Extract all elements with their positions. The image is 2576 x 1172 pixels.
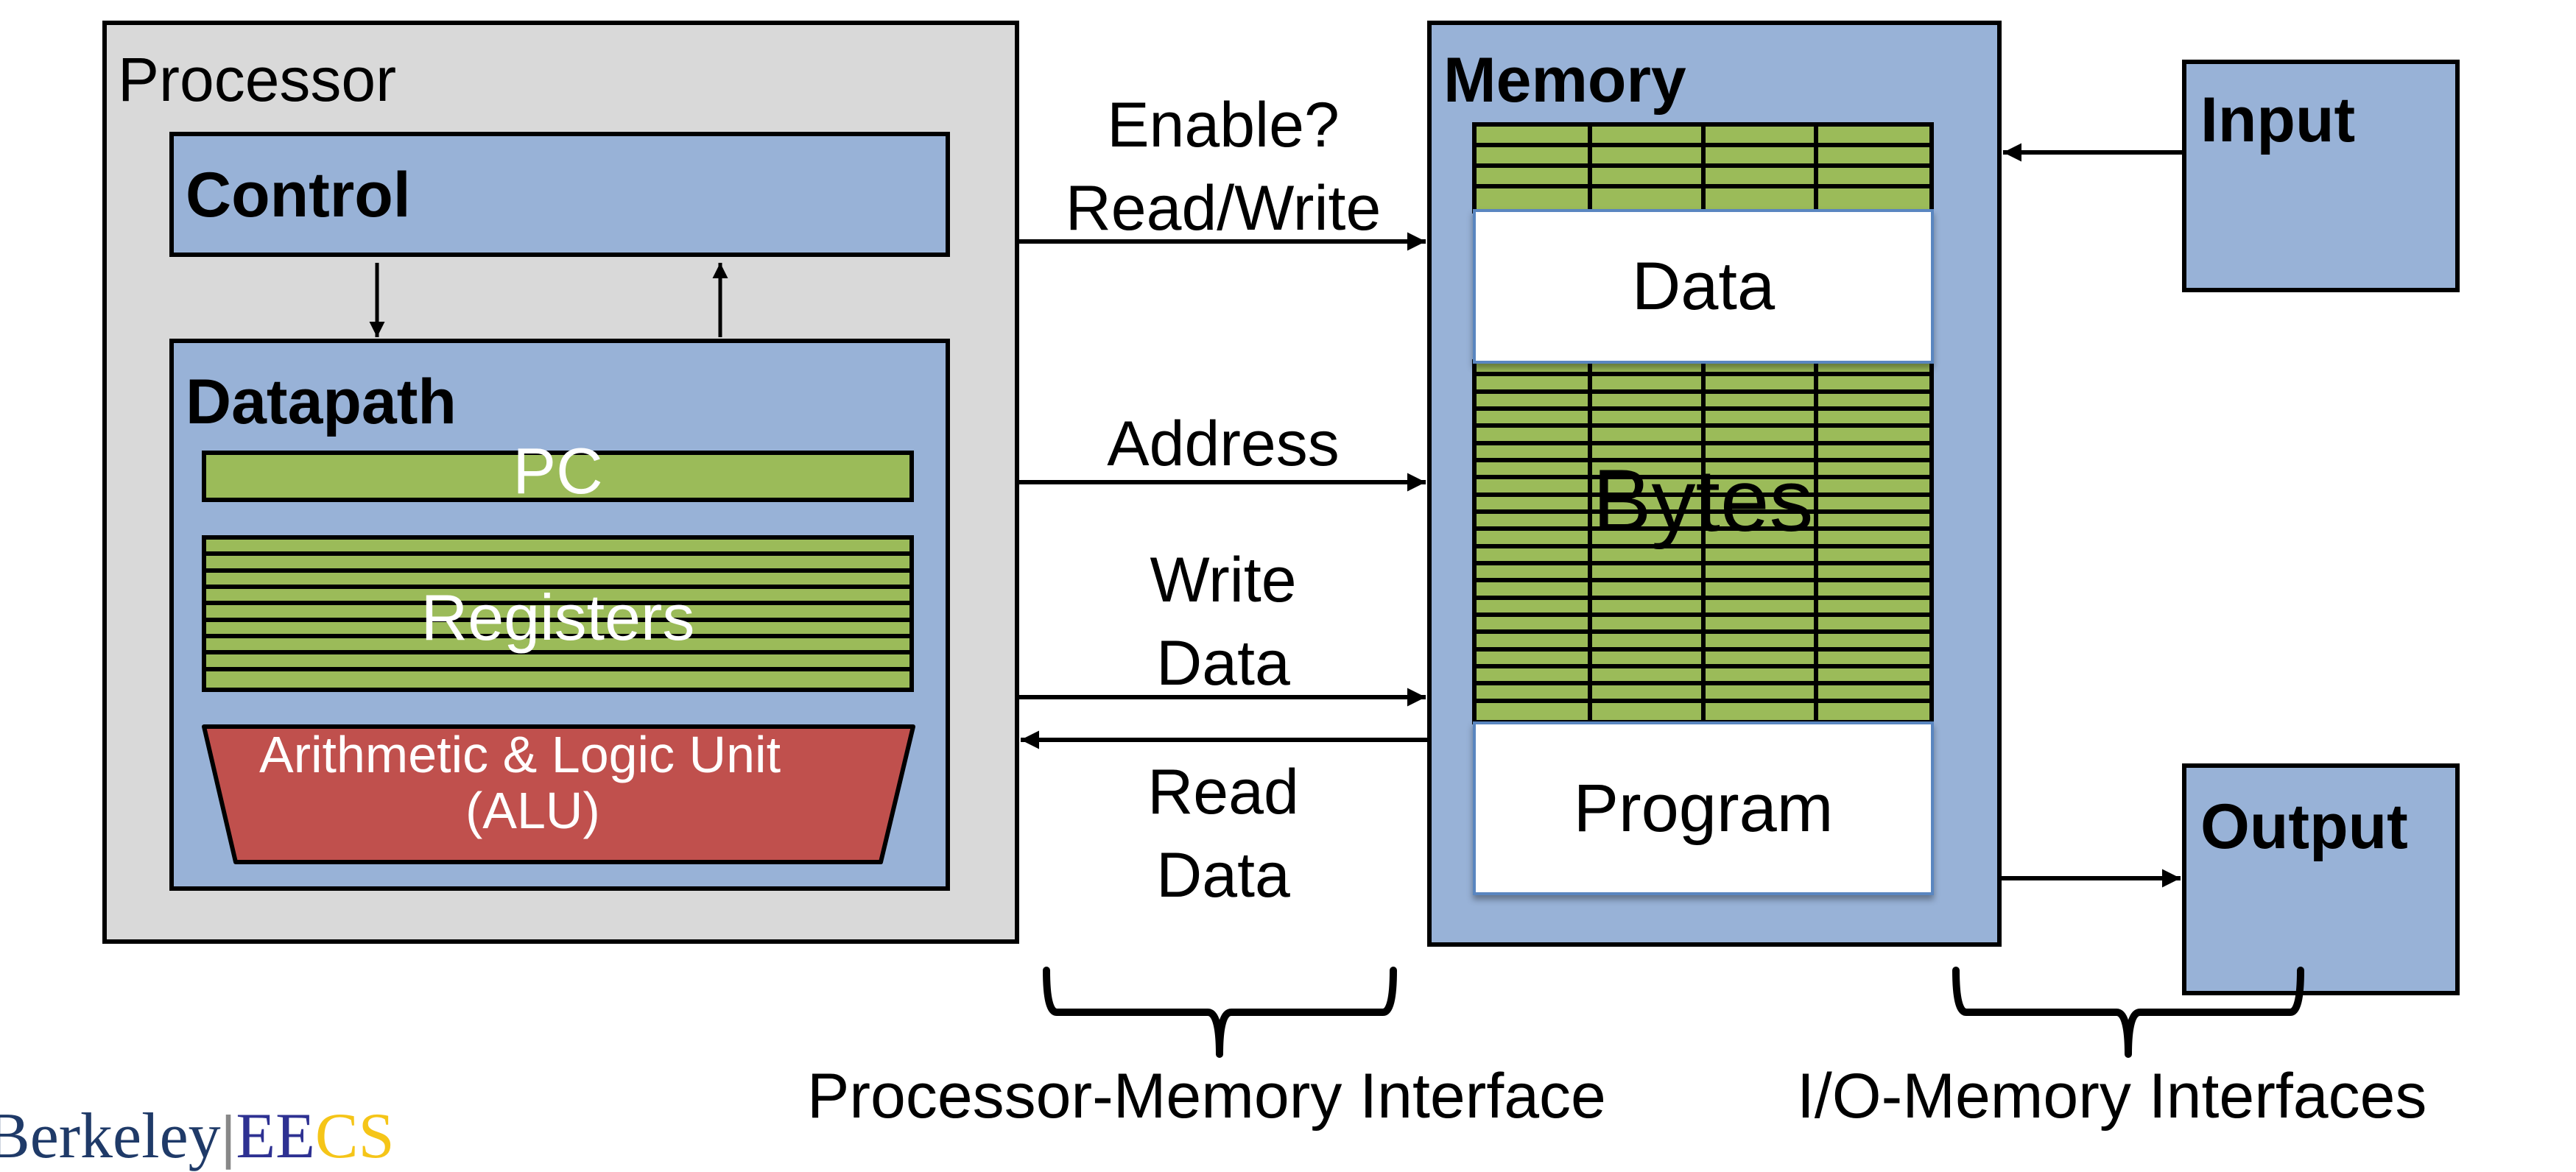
data-section-label: Data (1631, 249, 1776, 324)
logo-cs: CS (314, 1101, 395, 1172)
memory-top-col-divider (1700, 127, 1706, 209)
memory-data-section: Data (1473, 209, 1934, 364)
memory-byte-col-divider (1814, 359, 1819, 720)
memory-top-col-divider (1814, 127, 1819, 209)
output-title: Output (2200, 791, 2408, 862)
input-block (2182, 60, 2460, 292)
control-title: Control (186, 160, 411, 230)
processor-memory-brace (1043, 967, 1397, 1058)
program-section-label: Program (1573, 771, 1834, 846)
write-label: Write (1150, 545, 1297, 615)
alu-label-line2: (ALU) (465, 782, 600, 839)
register-row-divider (206, 585, 909, 589)
register-row-divider (206, 551, 909, 557)
registers-label: Registers (420, 581, 695, 654)
register-file (202, 535, 914, 692)
bytes-label: Bytes (1592, 451, 1814, 550)
read-label: Read (1147, 757, 1299, 827)
memory-byte-col-divider (1587, 359, 1592, 720)
register-row-divider (206, 568, 909, 573)
control-block (169, 132, 950, 257)
register-row-divider (206, 666, 909, 671)
pc-label: PC (513, 434, 603, 507)
address-label: Address (1107, 409, 1340, 479)
logo-separator: | (220, 1104, 236, 1170)
memory-title: Memory (1443, 45, 1686, 116)
processor-memory-interface-label: Processor-Memory Interface (807, 1061, 1606, 1132)
input-title: Input (2200, 85, 2356, 155)
register-row-divider (206, 617, 909, 622)
memory-bytes-grid (1472, 359, 1934, 724)
pc-register: PC (202, 439, 914, 504)
memory-program-section: Program (1473, 721, 1934, 895)
enable-label: Enable? (1107, 90, 1340, 160)
alu-label-line1: Arithmetic & Logic Unit (259, 726, 781, 783)
register-row-divider (206, 634, 909, 638)
logo-berkeley: Berkeley (0, 1101, 221, 1172)
output-block (2182, 763, 2460, 995)
berkeley-eecs-logo: Berkeley|EECS (0, 1104, 395, 1169)
memory-top-col-divider (1587, 127, 1592, 209)
register-row-divider (206, 601, 909, 606)
write-data-label: Data (1156, 628, 1290, 699)
read-data-label: Data (1156, 840, 1290, 911)
logo-ee: EE (236, 1101, 315, 1172)
datapath-title: Datapath (186, 367, 457, 437)
register-row-divider (206, 650, 909, 655)
memory-top-grid (1472, 122, 1934, 213)
memory-byte-col-divider (1700, 359, 1706, 720)
processor-title: Processor (118, 45, 397, 114)
io-memory-interfaces-label: I/O-Memory Interfaces (1797, 1061, 2427, 1132)
read-write-label: Read/Write (1065, 173, 1382, 244)
